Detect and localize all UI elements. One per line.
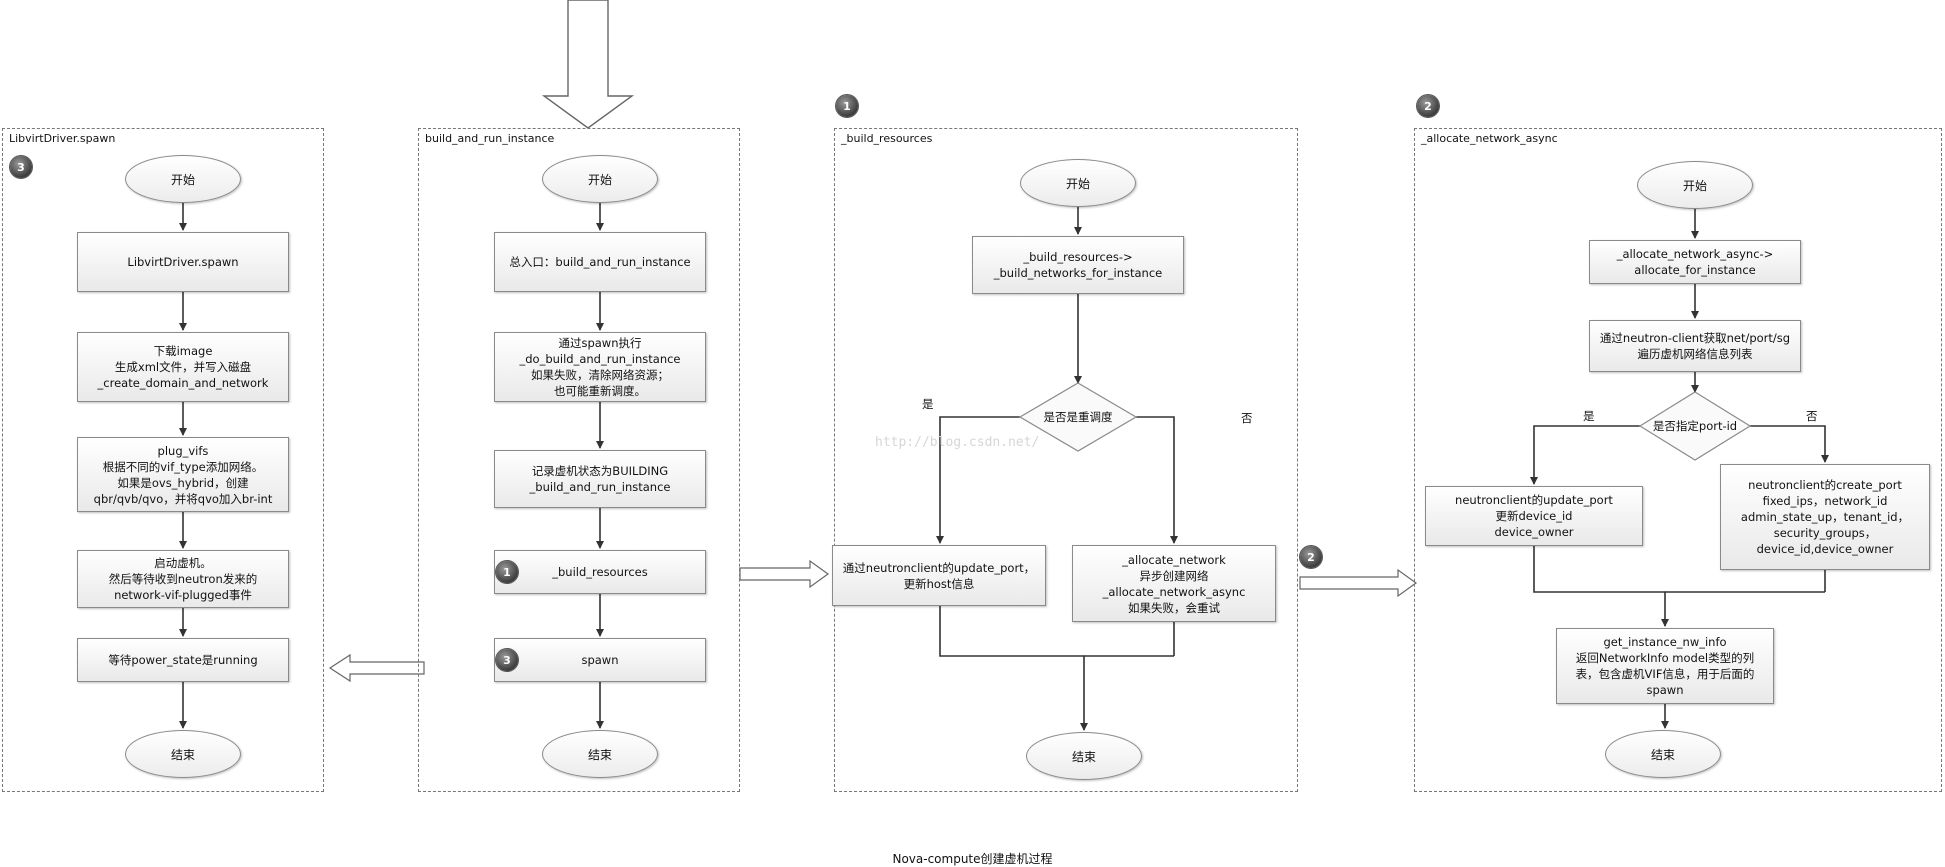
- flow-arrow: [1750, 425, 1829, 463]
- panel-title: build_and_run_instance: [425, 132, 555, 145]
- watermark-text: http://blog.csdn.net/: [875, 435, 1040, 450]
- process-step: plug_vifs 根据不同的vif_type添加网络。 如果是ovs_hybr…: [77, 437, 289, 512]
- process-step: 等待power_state是running: [77, 638, 289, 682]
- process-step: LibvirtDriver.spawn: [77, 232, 289, 292]
- decision-label: 是否指定port-id: [1652, 419, 1738, 433]
- process-step: spawn: [494, 638, 706, 682]
- process-step: 下载image 生成xml文件，并写入磁盘 _create_domain_and…: [77, 332, 289, 402]
- end-node: 结束: [542, 730, 658, 778]
- process-step: _allocate_network_async-> allocate_for_i…: [1589, 240, 1801, 284]
- process-step: _build_resources-> _build_networks_for_i…: [972, 236, 1184, 294]
- panel-title: _build_resources: [841, 132, 933, 145]
- process-step: 启动虚机。 然后等待收到neutron发来的 network-vif-plugg…: [77, 550, 289, 608]
- flow-arrow: [1530, 425, 1640, 485]
- decision-diamond: [1638, 391, 1752, 461]
- panel-allocate-network-async: _allocate_network_async: [1414, 128, 1942, 792]
- process-step: get_instance_nw_info 返回NetworkInfo model…: [1556, 628, 1774, 704]
- process-step: 通过neutronclient的update_port， 更新host信息: [832, 545, 1046, 606]
- block-arrow-to-resources: [739, 559, 830, 589]
- process-step: 记录虚机状态为BUILDING _build_and_run_instance: [494, 450, 706, 508]
- process-step: 通过neutron-client获取net/port/sg 遍历虚机网络信息列表: [1589, 320, 1801, 372]
- step-badge: 2: [1417, 95, 1439, 117]
- step-badge: 3: [10, 156, 32, 178]
- branch-no-label: 否: [1241, 411, 1253, 425]
- panel-libvirt-spawn: LibvirtDriver.spawn: [2, 128, 324, 792]
- panel-title: LibvirtDriver.spawn: [9, 132, 116, 145]
- branch-yes-label: 是: [1583, 409, 1595, 423]
- step-badge: 1: [836, 95, 858, 117]
- start-node: 开始: [1637, 161, 1753, 209]
- block-arrow-to-network: [1299, 568, 1418, 598]
- start-node: 开始: [125, 155, 241, 203]
- entry-arrow: [541, 0, 635, 129]
- decision-label: 是否是重调度: [1043, 410, 1113, 424]
- process-step: neutronclient的update_port 更新device_id de…: [1425, 486, 1643, 546]
- block-arrow-to-libvirt: [328, 653, 425, 683]
- panel-build-resources: _build_resources: [834, 128, 1298, 792]
- process-step: _allocate_network 异步创建网络 _allocate_netwo…: [1072, 545, 1276, 622]
- start-node: 开始: [542, 155, 658, 203]
- step-badge: 3: [496, 649, 518, 671]
- panel-title: _allocate_network_async: [1421, 132, 1558, 145]
- process-step: _build_resources: [494, 550, 706, 594]
- flow-arrow: [1136, 416, 1178, 544]
- flow-arrow: [939, 606, 1088, 731]
- process-step: 通过spawn执行 _do_build_and_run_instance 如果失…: [494, 332, 706, 402]
- end-node: 结束: [1605, 730, 1721, 778]
- diagram-caption: Nova-compute创建虚机过程: [892, 852, 1053, 866]
- end-node: 结束: [1026, 732, 1142, 780]
- panel-build-and-run-instance: build_and_run_instance: [418, 128, 740, 792]
- process-step: neutronclient的create_port fixed_ips，netw…: [1720, 464, 1930, 570]
- step-badge: 1: [496, 561, 518, 583]
- start-node: 开始: [1020, 159, 1136, 207]
- branch-yes-label: 是: [922, 397, 934, 411]
- decision-diamond: [1018, 382, 1138, 452]
- flow-arrow: [936, 416, 1020, 544]
- step-badge: 2: [1300, 546, 1322, 568]
- flow-arrow: [1533, 546, 1669, 627]
- branch-no-label: 否: [1806, 409, 1818, 423]
- end-node: 结束: [125, 730, 241, 778]
- process-step: 总入口：build_and_run_instance: [494, 232, 706, 292]
